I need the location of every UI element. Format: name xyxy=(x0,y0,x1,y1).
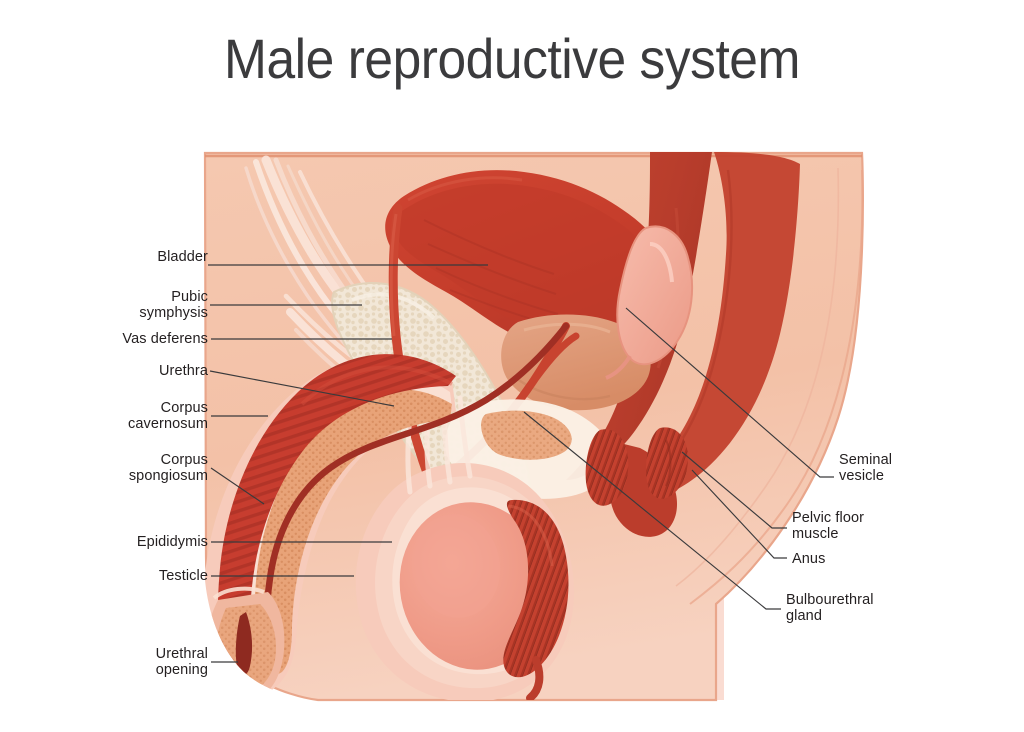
label-bulbourethral-gland: Bulbourethral gland xyxy=(786,592,874,624)
label-testicle: Testicle xyxy=(158,568,208,584)
label-corpus-cavernosum: Corpus cavernosum xyxy=(128,400,208,432)
label-pubic-symphysis: Pubic symphysis xyxy=(139,289,208,321)
scrotum-group xyxy=(355,393,575,700)
label-urethral-opening: Urethral opening xyxy=(155,646,208,678)
label-pelvic-floor-muscle: Pelvic floor muscle xyxy=(792,510,865,542)
label-seminal-vesicle: Seminal vesicle xyxy=(839,452,893,484)
label-urethra: Urethra xyxy=(158,363,208,379)
label-epididymis: Epididymis xyxy=(136,534,208,550)
label-vas-deferens: Vas deferens xyxy=(122,331,208,347)
page-title: Male reproductive system xyxy=(224,27,800,90)
label-corpus-spongiosum: Corpus spongiosum xyxy=(128,452,208,484)
bladder-structure xyxy=(385,170,677,361)
label-bladder: Bladder xyxy=(157,249,208,265)
label-anus: Anus xyxy=(792,551,826,567)
